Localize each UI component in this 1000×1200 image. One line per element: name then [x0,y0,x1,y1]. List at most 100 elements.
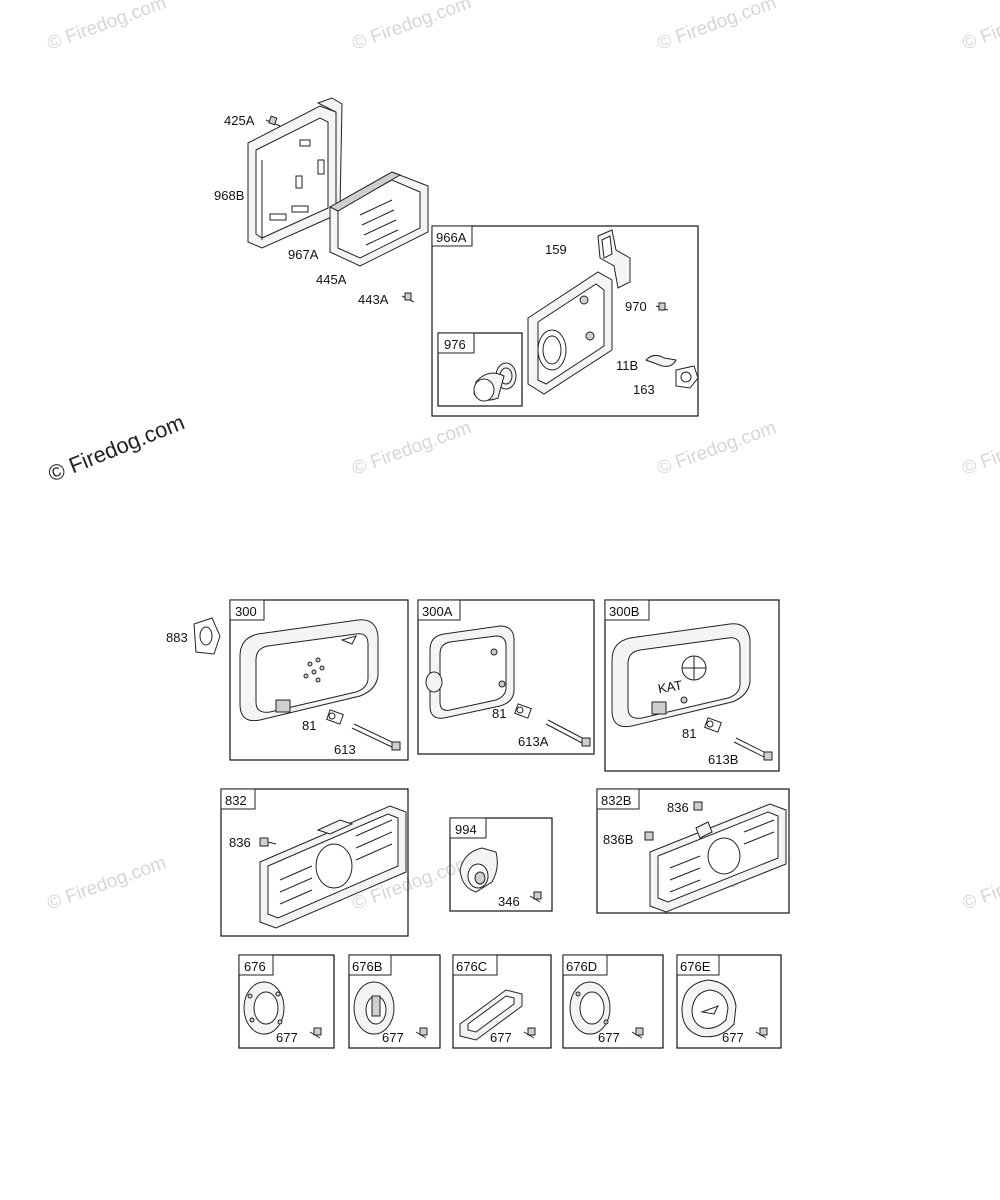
muffler-guard-832B-icon [649,803,787,913]
watermark: © Firedog.com [45,0,170,55]
screw-677-icon [631,1027,644,1039]
kit-box-300 [229,599,409,761]
gasket-163-icon [675,365,699,389]
screw-677-icon [523,1027,536,1039]
part-label-836: 836 [667,800,689,815]
part-label-613: 613 [334,742,356,757]
part-label-883: 883 [166,630,188,645]
muffler-300B-icon: KAT [611,623,751,728]
watermark-main: © Firedog.com [45,409,188,486]
shield-clip-81-icon [514,703,532,719]
screw-836B-icon [644,831,654,841]
part-label-677: 677 [382,1030,404,1045]
air-filter-icon [328,171,429,267]
part-label-81: 81 [302,718,316,733]
kit-label-994: 994 [455,822,477,837]
part-label-970: 970 [625,299,647,314]
watermark: © Firedog.com [655,417,780,479]
muffler-300A-icon [425,625,515,719]
screw-346-icon [529,891,542,903]
part-label-677: 677 [598,1030,620,1045]
kit-box-300A [417,599,595,755]
watermark: © Firedog.com [655,0,780,55]
part-label-163: 163 [633,382,655,397]
bracket-159-icon [597,229,631,289]
screw-836-icon [259,837,277,847]
screw-677-icon [309,1027,322,1039]
bolt-613B-icon [733,737,773,761]
kit-box-300B [604,599,780,772]
part-label-81: 81 [492,706,506,721]
muffler-guard-832-icon [259,805,407,929]
kit-label-676: 676 [244,959,266,974]
screw-836-icon [693,801,703,811]
watermarks: © Firedog.com © Firedog.com © Firedog.co… [45,0,1000,915]
clamp-11B-icon [645,354,677,367]
screw-970-icon [655,302,669,311]
kit-box-676E [676,954,782,1049]
watermark: © Firedog.com [960,417,1000,479]
spark-arrester-676B-icon [353,981,395,1035]
part-label-967A: 967A [288,247,319,262]
muffler-300-icon [239,619,379,722]
part-label-159: 159 [545,242,567,257]
spark-arrester-676C-icon [459,989,523,1041]
kit-label-300A: 300A [422,604,453,619]
part-label-11B: 11B [616,358,638,373]
kit-box-832B [596,788,790,914]
kit-label-832: 832 [225,793,247,808]
part-label-613A: 613A [518,734,549,749]
deflector-994-icon [459,847,498,893]
elbow-976-icon [473,362,517,402]
bolt-613A-icon [545,719,591,747]
kit-label-676D: 676D [566,959,597,974]
kit-box-676 [238,954,335,1049]
kit-box-994 [449,817,553,912]
part-label-836B: 836B [603,832,633,847]
shield-clip-81-icon [326,709,344,725]
kit-box-966A [431,225,699,417]
air-cleaner-base-icon [247,97,343,249]
part-label-968B: 968B [214,188,244,203]
screw-425A-icon [265,115,281,127]
watermark: © Firedog.com [350,0,475,55]
watermark: © Firedog.com [960,0,1000,55]
air-cleaner-adapter-icon [527,271,613,395]
watermark: © Firedog.com [960,852,1000,914]
shield-clip-81-icon [704,717,722,733]
screw-443A-icon [401,292,415,303]
part-label-445A: 445A [316,272,347,287]
gasket-883-icon [193,617,221,655]
part-label-81: 81 [682,726,696,741]
spark-arrester-676-icon [243,981,285,1035]
part-label-677: 677 [722,1030,744,1045]
part-label-677: 677 [276,1030,298,1045]
part-label-425A: 425A [224,113,255,128]
kit-label-966A: 966A [436,230,467,245]
spark-arrester-676E-icon [681,979,737,1038]
screw-677-icon [755,1027,768,1039]
kit-label-676B: 676B [352,959,382,974]
part-label-677: 677 [490,1030,512,1045]
part-label-613B: 613B [708,752,738,767]
watermark: © Firedog.com [45,852,170,914]
part-label-836: 836 [229,835,251,850]
kit-label-676E: 676E [680,959,711,974]
kit-label-676C: 676C [456,959,487,974]
watermark: © Firedog.com [350,417,475,479]
spark-arrester-676D-icon [569,981,611,1035]
kit-box-976 [437,332,523,407]
kit-box-832 [220,788,409,937]
kit-box-676C [452,954,552,1049]
kit-label-300: 300 [235,604,257,619]
bolt-613-icon [351,723,401,751]
part-label-346: 346 [498,894,520,909]
kit-label-976: 976 [444,337,466,352]
kit-label-832B: 832B [601,793,631,808]
kit-label-300B: 300B [609,604,639,619]
part-label-443A: 443A [358,292,389,307]
screw-677-icon [415,1027,428,1039]
kit-box-676D [562,954,664,1049]
kit-box-676B [348,954,441,1049]
